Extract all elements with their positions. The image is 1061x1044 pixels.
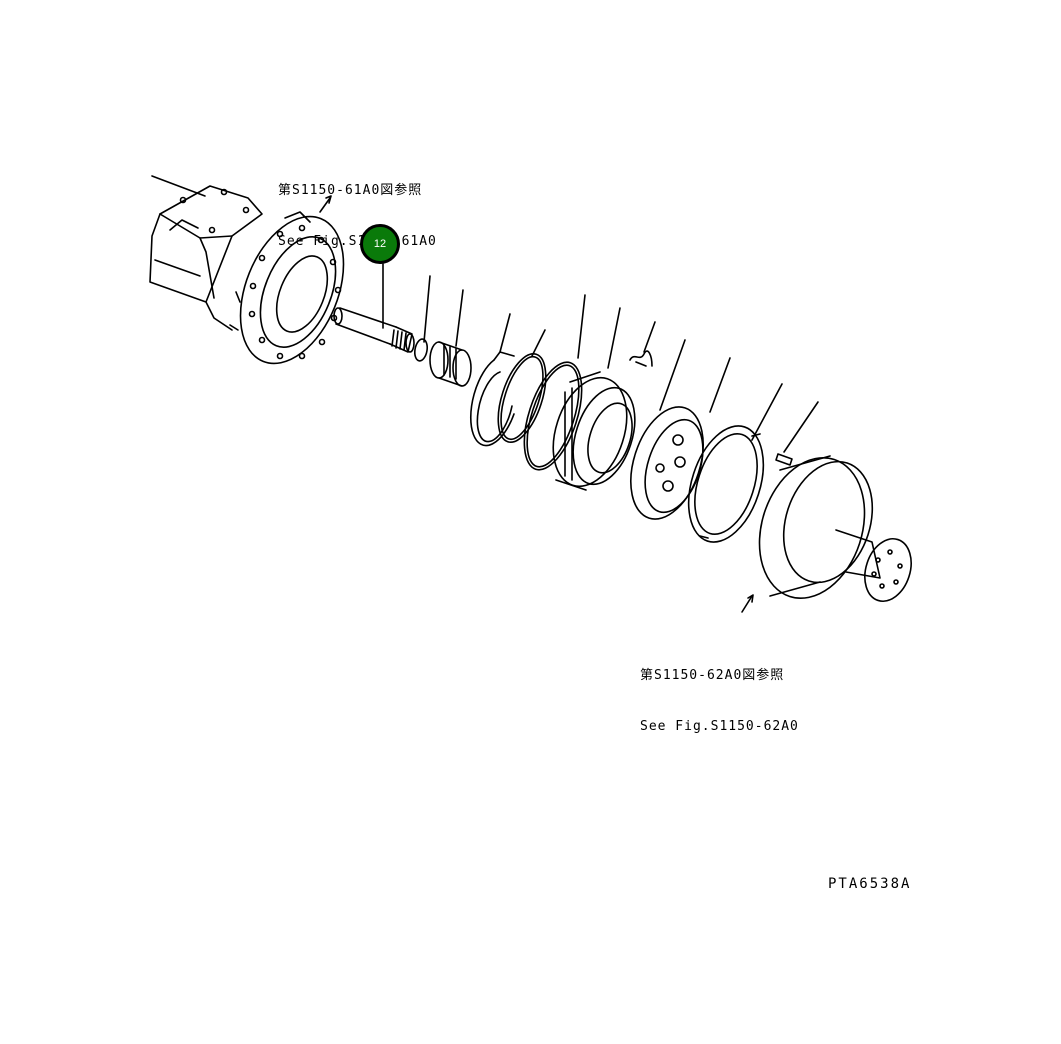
- callout-badge[interactable]: 12: [360, 224, 400, 264]
- spring-pin: [629, 321, 656, 367]
- ref-top-arrowhead: [325, 195, 332, 204]
- ref-bottom-arrowhead: [747, 594, 754, 603]
- split-shim-ring: [687, 357, 765, 543]
- piston: [552, 307, 636, 491]
- o-ring-1: [497, 329, 547, 443]
- reference-note-top-jp: 第S1150-61A0図参照: [278, 183, 423, 198]
- axle-shaft: [333, 307, 415, 353]
- reference-note-bottom-en: See Fig.S1150-62A0: [640, 719, 799, 734]
- ref-bottom-leader: [741, 595, 753, 613]
- key-pin: [751, 383, 819, 466]
- wheel-hub: [758, 455, 912, 602]
- friction-plate: [630, 339, 704, 520]
- snap-ring: [413, 275, 431, 362]
- ref-top-leader: [319, 197, 331, 213]
- reference-note-bottom: 第S1150-62A0図参照 See Fig.S1150-62A0: [640, 633, 799, 769]
- reference-note-bottom-jp: 第S1150-62A0図参照: [640, 668, 785, 683]
- reference-note-top-en: See Fig.S1150-61A0: [278, 234, 437, 249]
- axle-housing: [149, 175, 263, 331]
- thrust-washer: [469, 313, 515, 447]
- drawing-code: PTA6538A: [828, 876, 912, 892]
- o-ring-2: [523, 294, 586, 471]
- needle-bearing: [429, 289, 472, 387]
- reference-note-top: 第S1150-61A0図参照 See Fig.S1150-61A0: [278, 148, 437, 284]
